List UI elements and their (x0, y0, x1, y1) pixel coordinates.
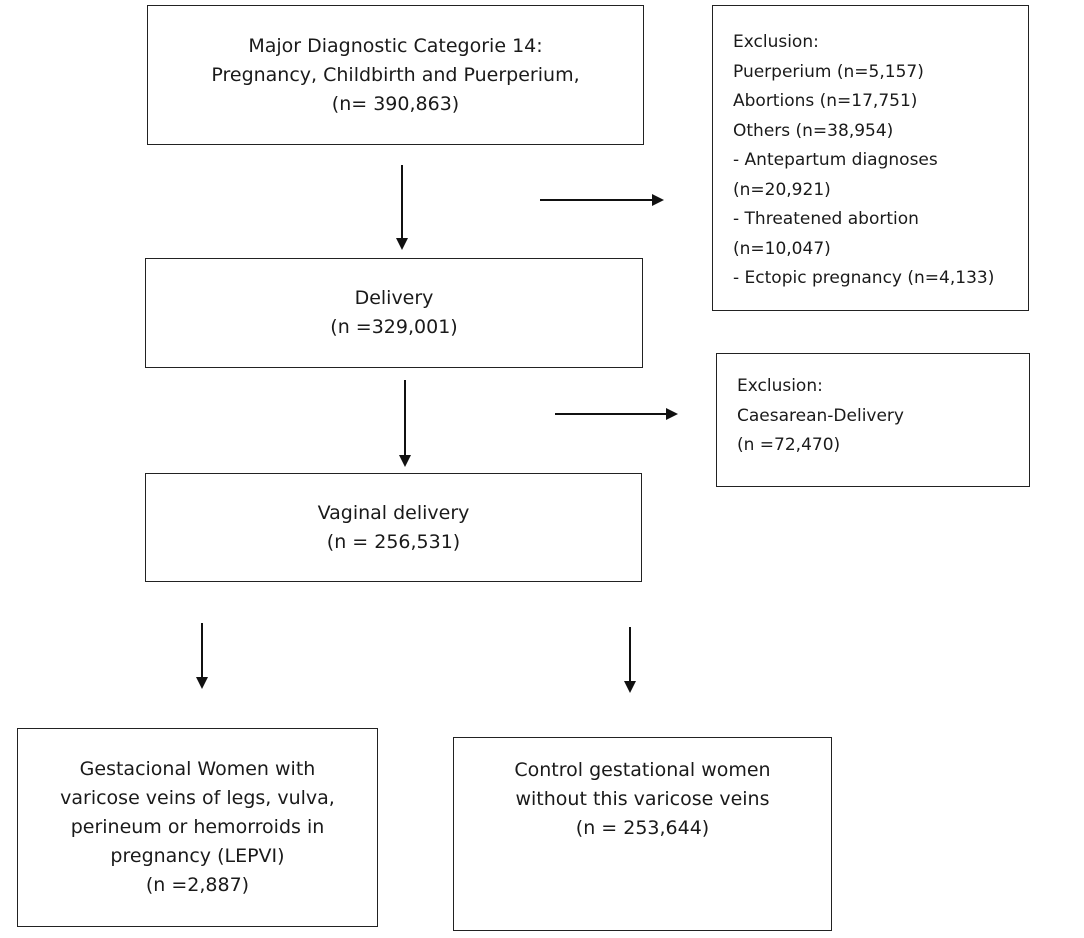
exclusion2-box: Exclusion: Caesarean-Delivery (n =72,470… (716, 353, 1030, 487)
control-box: Control gestational women without this v… (453, 737, 832, 931)
exclusion1-line-5: - Antepartum diagnoses (733, 150, 938, 170)
exclusion1-line-3: Abortions (n=17,751) (733, 91, 918, 111)
delivery-line-2: (n =329,001) (330, 316, 458, 338)
mdc14-box: Major Diagnostic Categorie 14: Pregnancy… (147, 5, 644, 145)
mdc14-line-3: (n= 390,863) (331, 92, 460, 115)
control-line-2: without this varicose veins (515, 788, 770, 810)
exclusion2-line-1: Exclusion: (737, 376, 823, 396)
exclusion1-line-1: Exclusion: (733, 32, 819, 52)
delivery-line-1: Delivery (354, 287, 434, 309)
mdc14-line-1: Major Diagnostic Categorie 14: (248, 34, 543, 57)
exclusion2-line-2: Caesarean-Delivery (737, 405, 904, 426)
lepvi-line-3: perineum or hemorroids in (70, 816, 325, 838)
control-line-3: (n = 253,644) (575, 817, 710, 839)
exclusion1-line-7: - Threatened abortion (733, 209, 919, 229)
exclusion1-line-8: (n=10,047) (733, 238, 831, 259)
exclusion1-box: Exclusion: Puerperium (n=5,157) Abortion… (712, 5, 1029, 311)
lepvi-line-2: varicose veins of legs, vulva, (60, 787, 335, 809)
vaginal-delivery-box: Vaginal delivery (n = 256,531) (145, 473, 642, 582)
exclusion1-line-4: Others (n=38,954) (733, 120, 894, 141)
exclusion1-line-6: (n=20,921) (733, 179, 831, 200)
vaginal-line-1: Vaginal delivery (317, 501, 470, 524)
lepvi-box: Gestacional Women with varicose veins of… (17, 728, 378, 927)
mdc14-line-2: Pregnancy, Childbirth and Puerperium, (211, 63, 580, 86)
lepvi-line-1: Gestacional Women with (79, 758, 316, 780)
control-line-1: Control gestational women (514, 759, 771, 781)
vaginal-line-2: (n = 256,531) (326, 530, 461, 553)
lepvi-line-4: pregnancy (LEPVI) (110, 845, 285, 867)
exclusion2-line-3: (n =72,470) (737, 435, 841, 455)
exclusion1-line-2: Puerperium (n=5,157) (733, 61, 924, 82)
exclusion1-line-9: - Ectopic pregnancy (n=4,133) (733, 268, 995, 288)
delivery-box: Delivery (n =329,001) (145, 258, 643, 368)
lepvi-line-5: (n =2,887) (145, 874, 250, 896)
